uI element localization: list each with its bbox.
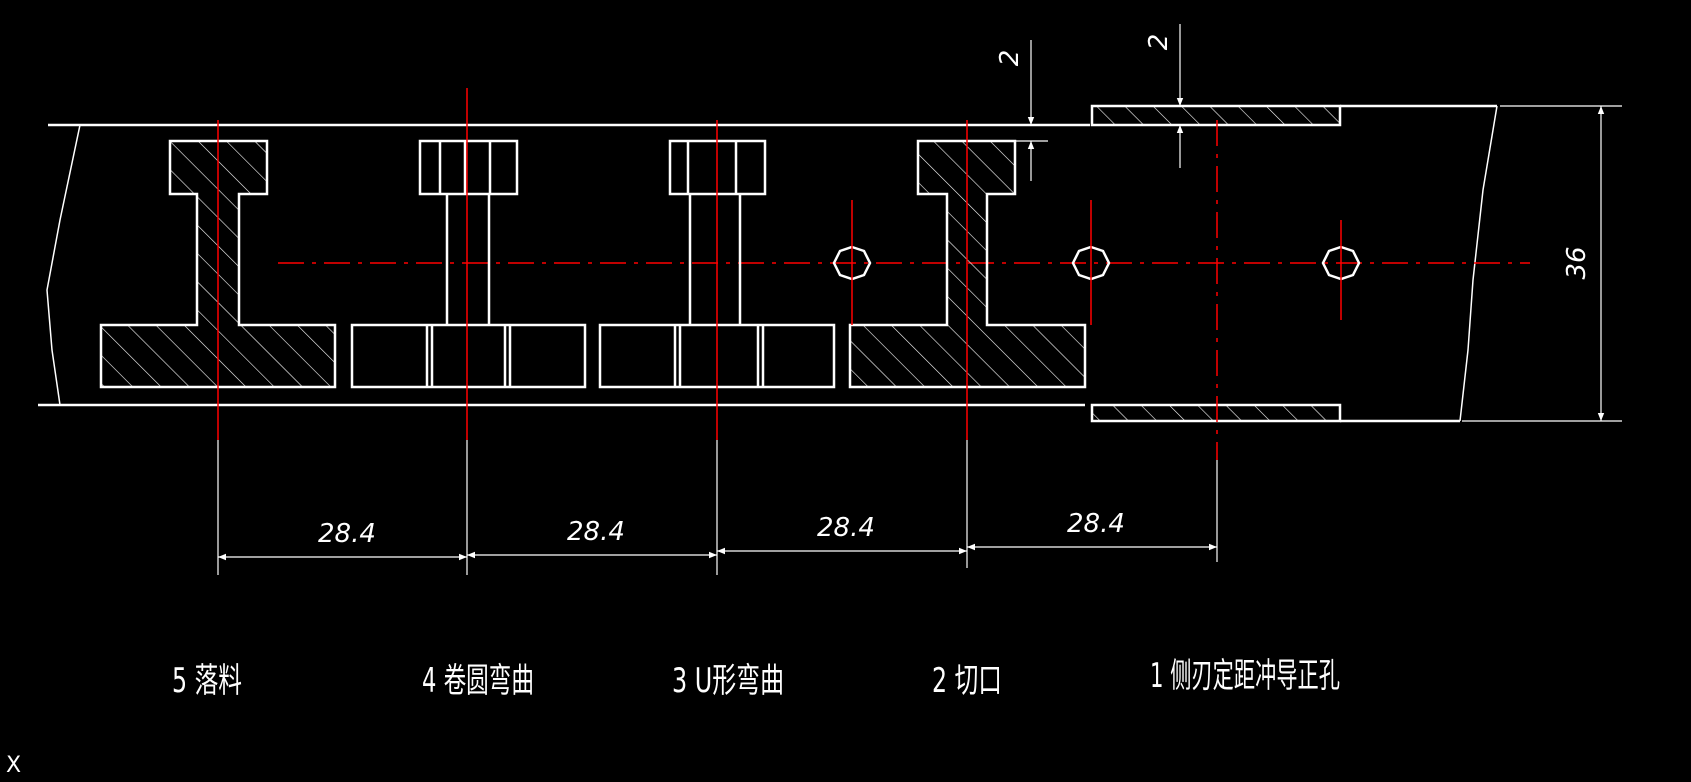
station-4-label: 4 卷圆弯曲 [422,661,534,701]
side-cut-dim-right-text: 2 [1144,34,1174,51]
pitch-dim-text-4: 28.4 [1067,509,1125,539]
side-cut-dim-left-text: 2 [995,50,1025,67]
pitch-dimensions [217,440,1218,575]
side-cut-dim-left [1000,40,1048,181]
station-4-roll-bend-part [350,139,587,389]
strip-right-break-line [1459,105,1498,422]
pitch-dim-text-3: 28.4 [817,513,875,543]
ucs-x-marker: X [6,753,21,777]
strip-outline [38,104,1498,423]
station-1-label: 1 侧刃定距冲导正孔 [1150,656,1340,696]
station-3-label: 3 U形弯曲 [672,661,784,701]
side-cut-bottom [1090,403,1342,423]
pitch-dim-text-2: 28.4 [567,517,625,547]
side-cut-top [1090,104,1342,127]
strip-width-dim-text: 36 [1562,246,1592,279]
strip-width-dimension [1462,105,1622,422]
station-5-label: 5 落料 [172,661,242,701]
station-2-label: 2 切口 [932,661,1002,701]
vertical-centerlines [217,88,1342,460]
pitch-dim-text-1: 28.4 [318,519,376,549]
strip-left-break-line [46,124,81,406]
